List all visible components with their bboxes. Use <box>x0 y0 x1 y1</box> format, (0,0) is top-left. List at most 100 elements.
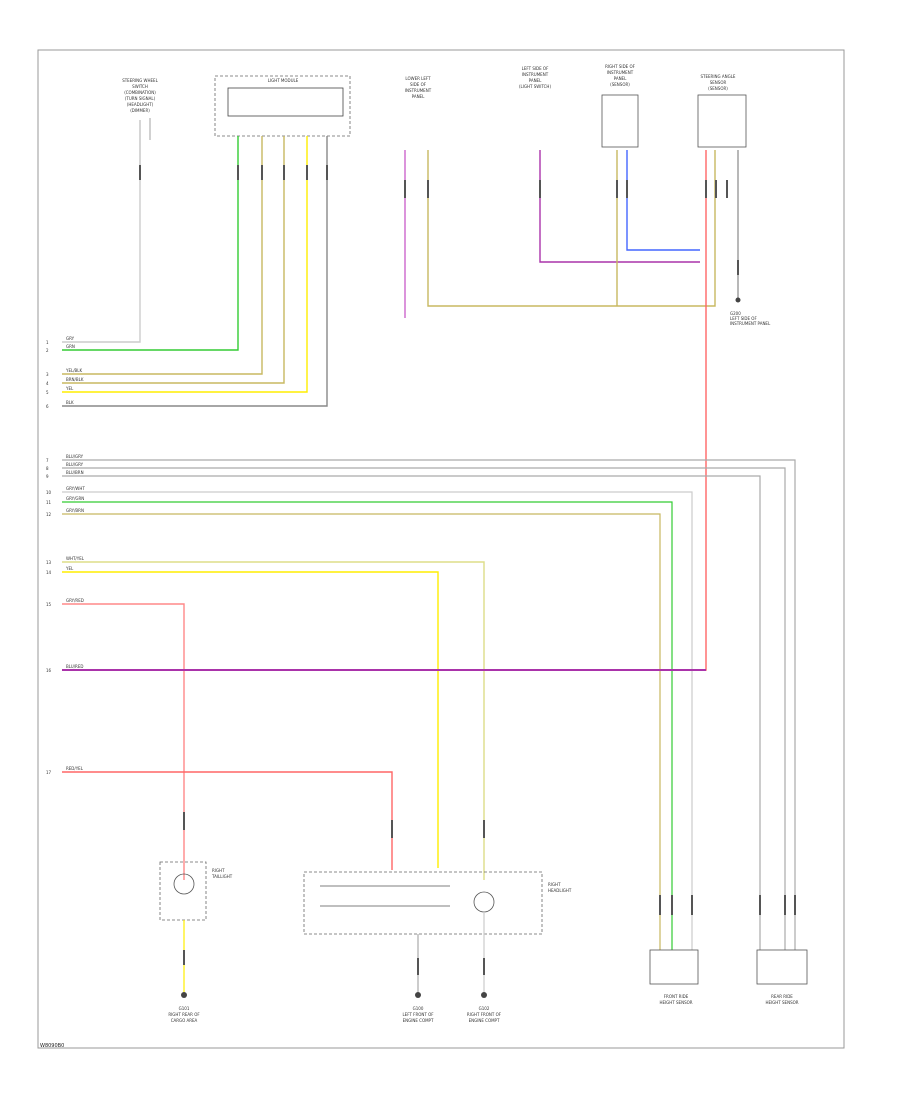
steering-angle-sensor: STEERING ANGLE SENSOR (SENSOR) <box>697 74 747 148</box>
svg-text:BLK: BLK <box>66 400 74 405</box>
svg-text:G100: G100 <box>413 1006 424 1011</box>
svg-text:LEFT FRONT OF: LEFT FRONT OF <box>402 1012 434 1017</box>
left-wire-labels: GRY GRN YEL/BLK BRN/BLK YEL BLK BLU/GRY … <box>65 336 85 771</box>
svg-text:BLU/GRY: BLU/GRY <box>66 454 84 459</box>
svg-text:GRY/GRN: GRY/GRN <box>66 496 84 501</box>
wires-group-3 <box>62 561 485 880</box>
svg-text:RIGHT SIDE OF: RIGHT SIDE OF <box>605 64 636 69</box>
svg-text:GRY/BRN: GRY/BRN <box>66 508 84 513</box>
svg-text:FRONT RIDE: FRONT RIDE <box>664 994 689 999</box>
steering-switch-line-3: (COMBINATION) <box>124 90 156 95</box>
svg-text:PANEL: PANEL <box>529 78 542 83</box>
svg-text:G101: G101 <box>179 1006 190 1011</box>
svg-text:INSTRUMENT: INSTRUMENT <box>522 72 549 77</box>
svg-text:HEADLIGHT: HEADLIGHT <box>548 888 572 893</box>
steering-switch-line-5: (HEADLIGHT) <box>127 102 154 107</box>
svg-text:HEIGHT SENSOR: HEIGHT SENSOR <box>765 1000 798 1005</box>
svg-text:YEL: YEL <box>65 566 74 571</box>
svg-text:GRY/RED: GRY/RED <box>66 598 84 603</box>
svg-text:16: 16 <box>46 668 52 673</box>
connector-marks-top <box>139 165 328 180</box>
svg-text:WHT/YEL: WHT/YEL <box>66 556 85 561</box>
svg-text:YEL/BLK: YEL/BLK <box>65 368 83 373</box>
steering-switch-line-1: STEERING WHEEL <box>122 78 158 83</box>
wires-group-1 <box>62 136 328 407</box>
svg-text:ENGINE COMPT: ENGINE COMPT <box>469 1018 500 1023</box>
svg-text:8: 8 <box>46 466 49 471</box>
ground-left-label: G101 RIGHT REAR OF CARGO AREA <box>168 1006 200 1023</box>
ground-top-symbol <box>735 297 741 303</box>
svg-text:4: 4 <box>46 381 49 386</box>
svg-text:RIGHT FRONT OF: RIGHT FRONT OF <box>467 1012 502 1017</box>
svg-text:(SENSOR): (SENSOR) <box>708 86 728 91</box>
svg-text:5: 5 <box>46 390 49 395</box>
svg-text:(SENSOR): (SENSOR) <box>610 82 630 87</box>
svg-text:LEFT SIDE OF: LEFT SIDE OF <box>730 316 757 321</box>
lower-left-ip-label: LOWER LEFT SIDE OF INSTRUMENT PANEL <box>405 76 432 99</box>
svg-text:SIDE OF: SIDE OF <box>410 82 427 87</box>
svg-text:10: 10 <box>46 490 52 495</box>
svg-text:TAILLIGHT: TAILLIGHT <box>211 874 233 879</box>
svg-text:12: 12 <box>46 512 52 517</box>
svg-text:LOWER LEFT: LOWER LEFT <box>405 76 431 81</box>
svg-text:YEL: YEL <box>65 386 74 391</box>
svg-text:7: 7 <box>46 458 49 463</box>
svg-text:RED/YEL: RED/YEL <box>66 766 84 771</box>
svg-text:15: 15 <box>46 602 52 607</box>
svg-text:17: 17 <box>46 770 52 775</box>
svg-text:BLU/BRN: BLU/BRN <box>66 470 84 475</box>
right-ip-sensor: RIGHT SIDE OF INSTRUMENT PANEL (SENSOR) <box>601 64 639 148</box>
diagram-reference: W8090B0 <box>40 1043 64 1049</box>
svg-text:BLU/RED: BLU/RED <box>66 664 83 669</box>
diagram-border <box>37 49 845 1049</box>
svg-text:INSTRUMENT PANEL: INSTRUMENT PANEL <box>730 321 771 326</box>
svg-text:11: 11 <box>46 500 52 505</box>
ground-right-label: G102 RIGHT FRONT OF ENGINE COMPT <box>467 1006 502 1023</box>
front-ride-height-sensor: FRONT RIDE HEIGHT SENSOR <box>649 949 699 1005</box>
svg-text:BLU/GRY: BLU/GRY <box>66 462 84 467</box>
right-taillight: RIGHT TAILLIGHT <box>159 861 233 998</box>
svg-text:LEFT SIDE OF: LEFT SIDE OF <box>522 66 549 71</box>
svg-text:REAR RIDE: REAR RIDE <box>771 994 793 999</box>
connector-marks-top-right <box>404 180 739 275</box>
svg-text:CARGO AREA: CARGO AREA <box>171 1018 198 1023</box>
wires-top-right <box>62 150 739 671</box>
svg-text:2: 2 <box>46 348 49 353</box>
svg-text:14: 14 <box>46 570 52 575</box>
svg-text:BRN/BLK: BRN/BLK <box>66 377 84 382</box>
svg-text:G200: G200 <box>730 311 741 316</box>
svg-text:RIGHT REAR OF: RIGHT REAR OF <box>168 1012 200 1017</box>
rear-ride-height-sensor: REAR RIDE HEIGHT SENSOR <box>756 949 808 1005</box>
steering-switch-line-6: (DIMMER) <box>130 108 150 113</box>
svg-text:GRN: GRN <box>66 344 75 349</box>
right-headlight: RIGHT HEADLIGHT <box>303 871 572 998</box>
svg-text:INSTRUMENT: INSTRUMENT <box>405 88 432 93</box>
light-module-label: LIGHT MODULE <box>268 78 299 83</box>
steering-switch-line-4: (TURN SIGNAL) <box>125 96 156 101</box>
steering-wheel-switch: STEERING WHEEL SWITCH (COMBINATION) (TUR… <box>122 78 159 180</box>
svg-text:9: 9 <box>46 474 49 479</box>
ground-mid-label: G100 LEFT FRONT OF ENGINE COMPT <box>402 1006 434 1023</box>
steering-switch-line-2: SWITCH <box>132 84 148 89</box>
pin-numbers: 1 2 3 4 5 6 7 8 9 10 11 12 13 14 15 16 1… <box>46 340 52 775</box>
svg-text:RIGHT: RIGHT <box>212 868 225 873</box>
svg-text:GRY/WHT: GRY/WHT <box>66 486 85 491</box>
svg-text:ENGINE COMPT: ENGINE COMPT <box>403 1018 434 1023</box>
svg-text:G102: G102 <box>479 1006 490 1011</box>
svg-text:PANEL: PANEL <box>412 94 425 99</box>
svg-text:SENSOR: SENSOR <box>710 80 727 85</box>
svg-text:RIGHT: RIGHT <box>548 882 561 887</box>
svg-text:PANEL: PANEL <box>614 76 627 81</box>
left-ip-switch-label: LEFT SIDE OF INSTRUMENT PANEL (LIGHT SWI… <box>519 66 551 89</box>
svg-text:1: 1 <box>46 340 49 345</box>
wires-group-2 <box>62 459 796 950</box>
svg-text:(LIGHT SWITCH): (LIGHT SWITCH) <box>519 84 551 89</box>
svg-text:13: 13 <box>46 560 52 565</box>
light-module: LIGHT MODULE <box>214 75 351 137</box>
svg-text:STEERING ANGLE: STEERING ANGLE <box>701 74 736 79</box>
connector-marks-lower <box>183 812 796 915</box>
svg-text:INSTRUMENT: INSTRUMENT <box>607 70 634 75</box>
svg-text:6: 6 <box>46 404 49 409</box>
svg-text:HEIGHT SENSOR: HEIGHT SENSOR <box>659 1000 692 1005</box>
